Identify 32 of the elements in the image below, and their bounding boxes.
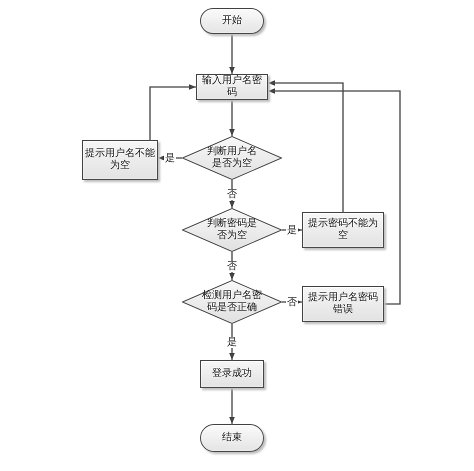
decision-diamond (182, 280, 282, 324)
edge-label: 否 (226, 260, 238, 272)
node-text: 输入用户名密码 (201, 75, 263, 99)
edge-label: 是 (164, 152, 176, 164)
node-text: 登录成功 (211, 368, 253, 380)
edge-label: 是 (226, 336, 238, 348)
arrow (268, 88, 401, 305)
node-text: 开始 (221, 15, 243, 27)
edge-label: 是 (286, 224, 298, 236)
node-text: 提示用户名不能为空 (85, 148, 155, 172)
node-text: 结束 (221, 432, 243, 444)
node-text: 检测用户名密码是否正确 (201, 290, 263, 314)
process-box (196, 74, 268, 100)
process-box (200, 360, 264, 388)
terminator-shape (200, 8, 264, 34)
process-box (302, 286, 384, 322)
decision-diamond (182, 136, 282, 180)
edge-label: 否 (226, 188, 238, 200)
decision-diamond (182, 208, 282, 252)
terminator-shape (200, 424, 264, 452)
arrow (229, 34, 235, 74)
edge-label: 否 (286, 296, 298, 308)
node-text: 提示密码不能为空 (307, 218, 379, 242)
arrow (268, 80, 344, 212)
arrow (229, 388, 235, 424)
arrow (229, 100, 235, 136)
node-text: 判断密码是否为空 (206, 218, 258, 242)
node-text: 提示用户名密码错误 (307, 292, 379, 316)
process-box (82, 140, 158, 180)
process-box (302, 212, 384, 248)
node-text: 判断用户名是否为空 (206, 146, 258, 170)
arrow (149, 84, 196, 140)
